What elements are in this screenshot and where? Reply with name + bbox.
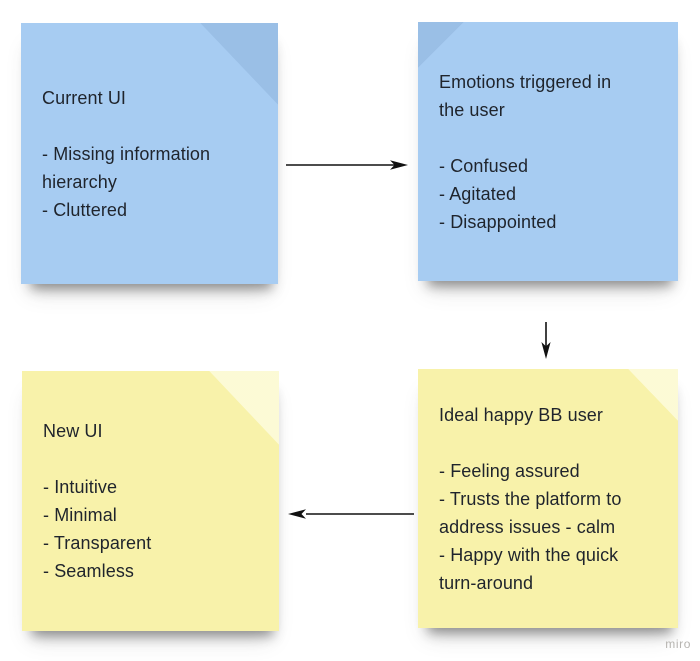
note-bullet: - Transparent	[43, 533, 152, 553]
note-bullet: - Confused	[439, 155, 529, 176]
note-title: New UI	[43, 421, 103, 441]
sticky-note-current-ui[interactable]: Current UI - Missing information hierarc…	[21, 23, 278, 284]
note-bullet: - Intuitive	[43, 477, 118, 497]
arrow-current-to-emotions[interactable]	[283, 154, 413, 176]
note-bullet: - Seamless	[43, 561, 135, 581]
note-title: Current UI	[42, 87, 127, 108]
note-title: Ideal happy BB user	[439, 404, 604, 425]
arrow-emotions-to-ideal[interactable]	[535, 319, 557, 363]
note-bullet: - Missing information hierarchy	[42, 143, 211, 192]
miro-watermark: miro	[665, 637, 691, 651]
note-bullet: - Trusts the platform to address issues …	[439, 488, 622, 537]
blank-line	[439, 429, 657, 457]
sticky-note-new-ui[interactable]: New UI - Intuitive - Minimal - Transpare…	[22, 371, 279, 631]
blank-line	[43, 445, 258, 473]
sticky-note-ideal-user[interactable]: Ideal happy BB user - Feeling assured - …	[418, 369, 678, 628]
sticky-note-emotions[interactable]: Emotions triggered in the user - Confuse…	[418, 22, 678, 281]
blank-line	[42, 112, 257, 140]
note-bullet: - Disappointed	[439, 211, 557, 232]
note-bullet: - Cluttered	[42, 199, 128, 220]
note-bullet: - Happy with the quick turn-around	[439, 544, 619, 593]
note-text: Ideal happy BB user - Feeling assured - …	[418, 369, 678, 628]
note-text: New UI - Intuitive - Minimal - Transpare…	[22, 371, 279, 631]
note-text: Current UI - Missing information hierarc…	[21, 23, 278, 284]
arrow-ideal-to-new[interactable]	[281, 503, 417, 525]
note-bullet: - Agitated	[439, 183, 517, 204]
note-bullet: - Minimal	[43, 505, 117, 525]
note-title: Emotions triggered in the user	[439, 71, 612, 120]
note-bullet: - Feeling assured	[439, 460, 580, 481]
note-text: Emotions triggered in the user - Confuse…	[418, 22, 678, 281]
blank-line	[439, 124, 657, 152]
